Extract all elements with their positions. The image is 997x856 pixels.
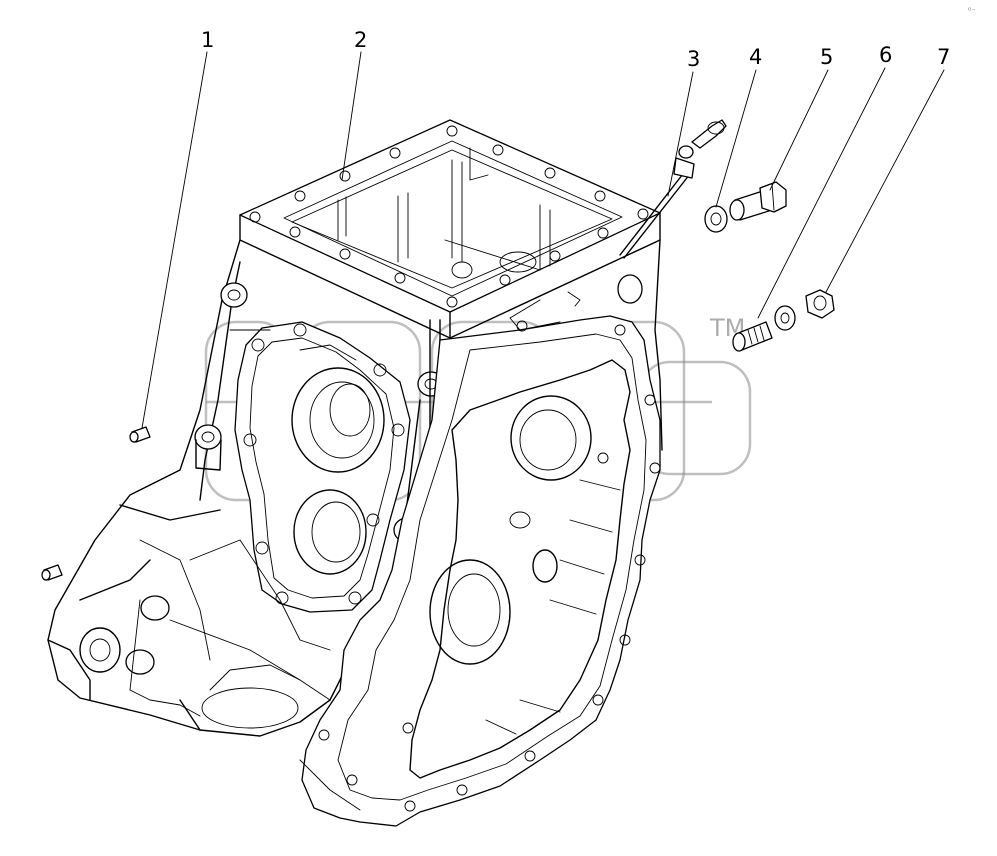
housing-top-frame xyxy=(239,119,661,339)
dowel-pin-2 xyxy=(41,564,63,581)
transmission-housing xyxy=(47,239,663,827)
callout-5: 5 xyxy=(820,45,833,69)
washer xyxy=(704,205,728,233)
hex-nut xyxy=(805,289,835,319)
callout-7: 7 xyxy=(937,45,950,69)
callout-3: 3 xyxy=(687,47,700,71)
callout-6: 6 xyxy=(879,43,892,67)
dowel-pin-1 xyxy=(129,426,151,443)
callout-4: 4 xyxy=(749,45,762,69)
callout-labels: 1 2 3 4 5 6 7 xyxy=(201,28,950,71)
stud xyxy=(732,305,796,352)
callout-2: 2 xyxy=(354,28,367,52)
callout-1: 1 xyxy=(201,28,214,52)
corner-mark: ⁰⁻ xyxy=(968,6,975,15)
bolt xyxy=(729,181,787,221)
dipstick xyxy=(619,119,727,259)
leader-lines xyxy=(141,51,945,429)
